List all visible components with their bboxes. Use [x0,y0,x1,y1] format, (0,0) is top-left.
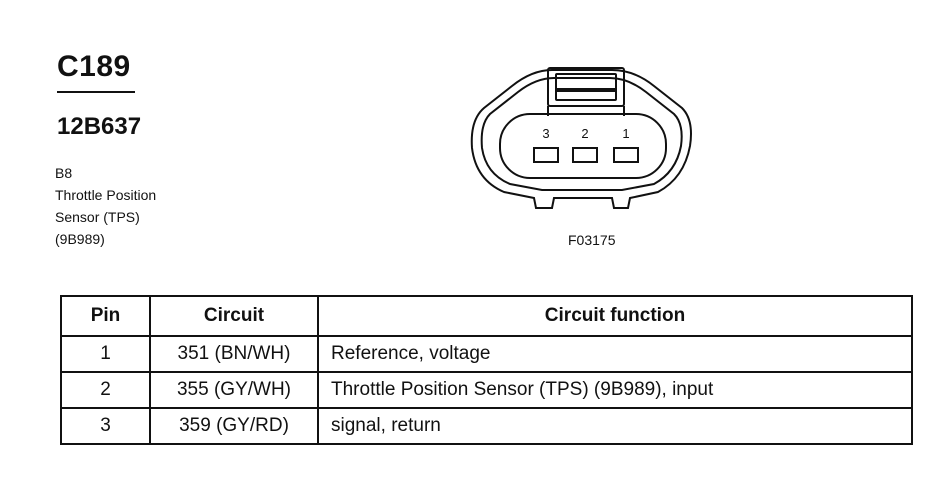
header-circuit: Circuit [149,295,319,337]
header-circuit-function: Circuit function [317,295,913,337]
pin-label-3: 3 [542,126,549,141]
component-description: B8 Throttle Position Sensor (TPS) (9B989… [55,162,156,250]
circuit-cell: 351 (BN/WH) [149,335,319,373]
pin-cell: 3 [60,407,151,445]
function-cell: signal, return [317,407,913,445]
connector-outer-shell [470,69,692,209]
table-row: 2 355 (GY/WH) Throttle Position Sensor (… [60,371,913,409]
circuit-cell: 359 (GY/RD) [149,407,319,445]
connector-id-underline [57,91,135,93]
description-line: Sensor (TPS) [55,209,140,225]
part-number: 12B637 [57,113,142,140]
header-pin: Pin [60,295,151,337]
description-line: (9B989) [55,231,105,247]
pin-cavity-2 [572,147,598,163]
figure-code: F03175 [568,232,616,248]
pin-cell: 1 [60,335,151,373]
pin-cell: 2 [60,371,151,409]
pin-cavity-1 [613,147,639,163]
connector-id: C189 [57,50,131,83]
pin-cavity-3 [533,147,559,163]
table-header-row: Pin Circuit Circuit function [60,295,913,337]
locking-tab-outer [547,67,625,107]
pinout-table: Pin Circuit Circuit function 1 351 (BN/W… [60,295,913,445]
locking-tab-inner [555,73,617,101]
circuit-cell: 355 (GY/WH) [149,371,319,409]
description-line: B8 [55,165,73,181]
function-cell: Reference, voltage [317,335,913,373]
connector-inner-shell [480,77,683,191]
description-line: Throttle Position [55,187,157,203]
connector-face-diagram: 3 2 1 [470,67,692,209]
function-cell: Throttle Position Sensor (TPS) (9B989), … [317,371,913,409]
table-row: 3 359 (GY/RD) signal, return [60,407,913,445]
pin-label-1: 1 [622,126,629,141]
pin-label-2: 2 [581,126,588,141]
table-row: 1 351 (BN/WH) Reference, voltage [60,335,913,373]
terminal-housing [499,113,667,179]
